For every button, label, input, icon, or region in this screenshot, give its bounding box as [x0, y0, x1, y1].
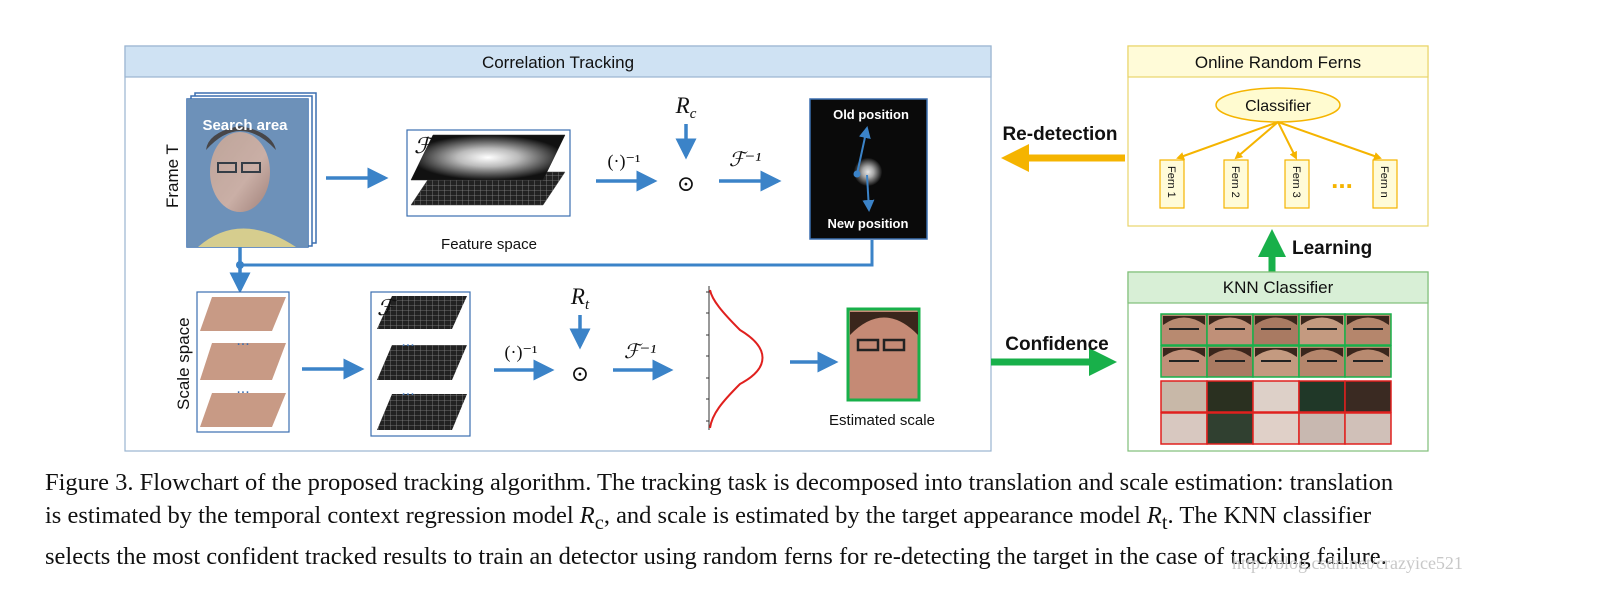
svg-text:...: ...	[236, 380, 249, 397]
estimated-scale-image	[846, 307, 921, 402]
frame-t-stack: Search area	[186, 92, 317, 248]
knn-negative-thumb	[1252, 380, 1300, 413]
scale-space-label: Scale space	[174, 317, 193, 410]
knn-negative-thumb	[1344, 380, 1392, 413]
knn-positive-thumb	[1252, 345, 1300, 378]
caption-line-3: selects the most confident tracked resul…	[45, 542, 1387, 570]
svg-text:...: ...	[236, 332, 249, 349]
fern-node-1: Fern 1	[1159, 159, 1185, 209]
scale-response-curve	[706, 286, 764, 430]
knn-positive-thumb	[1298, 313, 1346, 346]
inverse-op-bottom: (·)⁻¹	[505, 342, 538, 363]
figure-caption: Figure 3. Flowchart of the proposed trac…	[45, 466, 1520, 573]
knn-positive-thumb	[1344, 345, 1392, 378]
online-random-ferns-panel: Online Random Ferns Classifier Fern 1 Fe…	[1127, 45, 1429, 227]
knn-negative-thumb	[1298, 380, 1346, 413]
knn-positive-thumb	[1160, 313, 1208, 346]
knn-positive-thumb	[1206, 313, 1254, 346]
inverse-fourier-top: ℱ⁻¹	[729, 149, 761, 171]
learning-label: Learning	[1292, 238, 1372, 259]
fern-ellipsis: ...	[1331, 164, 1353, 194]
hadamard-top: ⊙	[677, 171, 695, 196]
fern-node-2: Fern 2	[1223, 159, 1249, 209]
rt-symbol: Rt	[570, 284, 590, 313]
fern-node-n: Fern n	[1372, 159, 1398, 209]
knn-positive-thumb	[1344, 313, 1392, 346]
search-area-label: Search area	[202, 117, 288, 134]
estimated-scale-label: Estimated scale	[829, 412, 935, 429]
knn-negative-thumb	[1206, 380, 1254, 413]
response-map: Old position New position	[809, 98, 928, 240]
knn-negative-thumb	[1206, 412, 1254, 445]
rc-symbol: Rc	[675, 93, 697, 122]
knn-positive-thumb	[1206, 345, 1254, 378]
knn-positive-thumb	[1160, 345, 1208, 378]
old-position-label: Old position	[833, 107, 909, 122]
knn-negative-thumb	[1160, 380, 1208, 413]
new-position-label: New position	[828, 216, 909, 231]
knn-negative-thumb	[1160, 412, 1208, 445]
feedback-line	[240, 240, 874, 267]
fourier-symbol-bottom: ℱ	[377, 295, 398, 320]
feature-space-box: ℱ	[406, 129, 571, 217]
knn-negative-samples	[1160, 380, 1392, 445]
scale-space-box: ... ...	[196, 291, 290, 433]
knn-negative-thumb	[1298, 412, 1346, 445]
svg-text:...: ...	[401, 382, 414, 399]
re-detection-label: Re-detection	[1002, 124, 1117, 145]
svg-text:Fern 3: Fern 3	[1290, 166, 1302, 198]
correlation-tracking-title: Correlation Tracking	[482, 53, 634, 72]
caption-line-2: is estimated by the temporal context reg…	[45, 502, 1372, 534]
watermark: http://blog.csdn.net/crazyice521	[1232, 553, 1463, 573]
caption-line-1: Figure 3. Flowchart of the proposed trac…	[45, 469, 1394, 496]
fern-node-3: Fern 3	[1284, 159, 1310, 209]
knn-negative-thumb	[1344, 412, 1392, 445]
knn-positive-thumb	[1252, 313, 1300, 346]
hadamard-bottom: ⊙	[571, 361, 589, 386]
knn-positive-thumb	[1298, 345, 1346, 378]
knn-classifier-title: KNN Classifier	[1223, 278, 1334, 297]
svg-text:Fern 1: Fern 1	[1165, 166, 1177, 198]
classifier-label: Classifier	[1245, 98, 1311, 115]
face-image	[210, 132, 270, 212]
frame-t-label: Frame T	[163, 144, 182, 208]
knn-negative-thumb	[1252, 412, 1300, 445]
inverse-fourier-bottom: ℱ⁻¹	[624, 341, 656, 363]
confidence-label: Confidence	[1005, 334, 1108, 355]
inverse-op-top: (·)⁻¹	[608, 151, 641, 172]
knn-positive-samples	[1160, 313, 1392, 378]
fourier-symbol-top: ℱ	[414, 133, 435, 158]
online-random-ferns-title: Online Random Ferns	[1195, 53, 1361, 72]
svg-text:Fern 2: Fern 2	[1229, 166, 1241, 198]
scale-feature-stack: ℱ ... ...	[370, 291, 471, 437]
fern-nodes: Fern 1 Fern 2 Fern 3 ... Fern n	[1159, 159, 1398, 209]
svg-text:Fern n: Fern n	[1378, 166, 1390, 198]
svg-text:...: ...	[401, 333, 414, 350]
feature-space-label: Feature space	[441, 236, 537, 253]
